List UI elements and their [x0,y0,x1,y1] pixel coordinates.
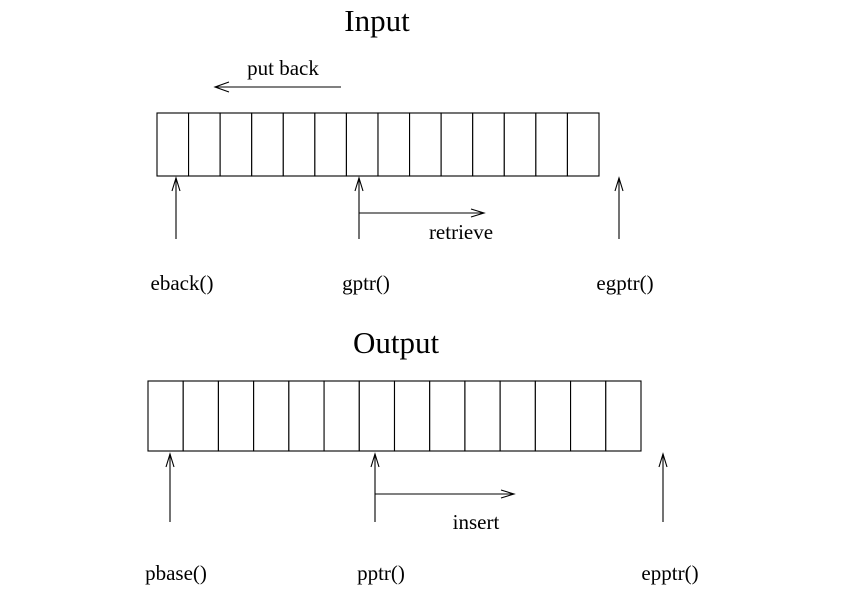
gptr-label: gptr() [342,271,390,295]
output-buffer-cell [147,380,184,452]
output-buffer-cell [323,380,360,452]
output-buffer-cell [499,380,536,452]
pptr-label: pptr() [357,561,405,585]
input-buffer-cell [409,112,442,177]
pptr-arrow-head [370,452,380,468]
input-buffer [156,112,600,177]
input-buffer-cell [472,112,505,177]
output-buffer-cell [393,380,431,452]
put-back-label: put back [247,56,319,80]
input-buffer-cell [535,112,568,177]
input-buffer-cell [314,112,347,177]
output-buffer-cell [570,380,607,452]
input-title: Input [344,3,410,38]
input-buffer-cell [282,112,316,177]
input-buffer-cell [566,112,600,177]
input-buffer-cell [377,112,411,177]
insert-label: insert [453,510,500,534]
retrieve-arrow-head [470,208,486,218]
output-title: Output [353,325,440,360]
output-buffer-cell [182,380,219,452]
output-buffer-cell [253,380,290,452]
pbase-label: pbase() [145,561,207,585]
epptr-label: epptr() [641,561,698,585]
pbase-arrow-head [165,452,175,468]
epptr-arrow-head [658,452,668,468]
output-buffer-cell [605,380,642,452]
output-buffer-cell [429,380,466,452]
input-buffer-cell [345,112,379,177]
output-buffer-cell [534,380,572,452]
input-section: Input put back retrieve eback() gptr() e… [151,3,654,295]
retrieve-label: retrieve [429,220,493,244]
eback-label: eback() [151,271,214,295]
egptr-arrow-head [614,176,624,192]
input-buffer-cell [156,112,190,177]
gptr-arrow-head [354,176,364,192]
put-back-arrow-head [213,81,230,93]
egptr-label: egptr() [596,271,653,295]
insert-arrow-head [500,489,516,499]
output-buffer-cell [358,380,396,452]
input-buffer-cell [219,112,253,177]
output-buffer-cell [288,380,325,452]
input-buffer-cell [188,112,221,177]
output-section: Output insert pbase() pptr() epptr() [145,325,698,585]
output-buffer-cell [464,380,501,452]
input-buffer-cell [440,112,474,177]
output-buffer-cell [217,380,255,452]
input-buffer-cell [251,112,284,177]
input-buffer-cell [503,112,537,177]
eback-arrow-head [171,176,181,192]
output-buffer [147,380,642,452]
